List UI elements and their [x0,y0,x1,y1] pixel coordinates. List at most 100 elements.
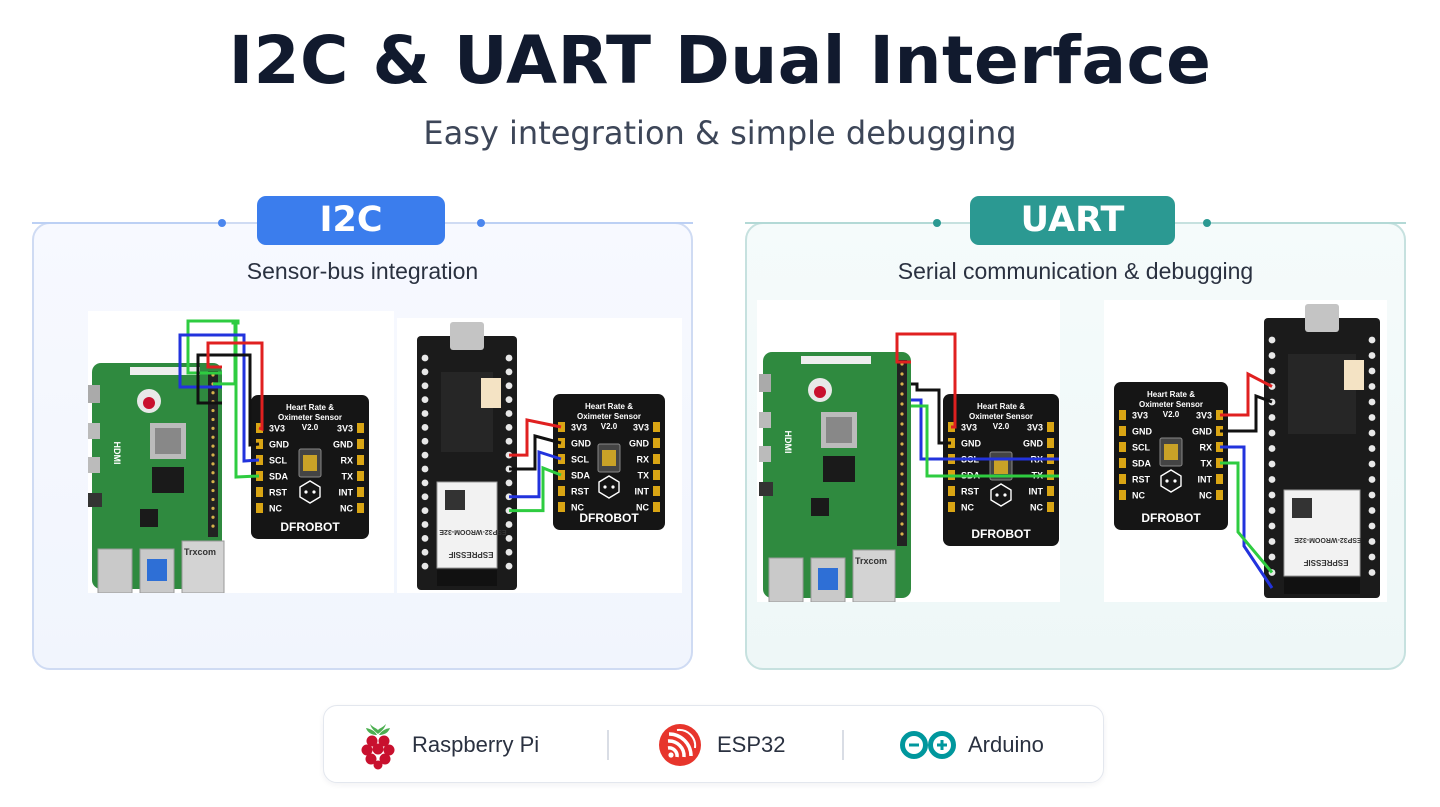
esp32-pin [1368,538,1376,545]
pin-pad [653,454,660,464]
uart-connector-left [745,219,941,227]
robot-logo-icon [299,480,321,504]
pi-hdmi-port [88,457,100,473]
pin-label: 3V3 [1196,411,1212,421]
pin-pad [357,423,364,433]
pi-display-connector [801,356,871,364]
wire-rx [1220,445,1274,589]
gpio-pin [900,412,904,416]
pin-pad [948,486,955,496]
pin-label: RST [571,487,590,497]
gpio-pin [900,502,904,506]
gpio-pin [211,453,215,457]
esp32-pin [1268,414,1276,421]
robot-logo-icon [1160,469,1182,493]
esp32-pin [505,479,513,487]
esp32-pin [505,410,513,417]
esp32-pin [421,437,429,445]
esp32-pin [421,465,429,473]
pi-soc-die [155,428,181,454]
heart-rate-sensor-board: Heart Rate &Oximeter SensorV2.03V3GNDSCL… [1114,382,1228,530]
pin-pad [948,502,955,512]
pi-hdmi-port [88,423,100,439]
pin-pad [1216,442,1223,452]
wire-rx [911,398,1059,461]
esp32-battery-connector [481,378,501,408]
platform-esp32-label: ESP32 [717,732,786,757]
pi-usb-c-port [759,374,771,392]
pin-pad [1119,410,1126,420]
platform-bar: Raspberry Pi ESP32 Arduino [323,705,1104,783]
pin-pad [256,471,263,481]
pin-label: INT [339,488,354,498]
wire-ground [196,353,260,447]
i2c-connector-right [477,219,693,227]
esp32-pin [505,354,513,362]
esp32-brand-label: ESPRESSIF [448,550,493,559]
gpio-pin [900,462,904,466]
pin-label: GND [269,440,290,450]
heart-rate-sensor-board: Heart Rate &Oximeter SensorV2.03V3GNDSCL… [251,395,369,539]
esp32-antenna [1284,578,1360,594]
pin-pad [1047,438,1054,448]
uart-subtitle: Serial communication & debugging [897,258,1254,284]
i2c-badge: I2C [257,196,445,245]
pi-usb-port [768,557,804,602]
pin-label: RX [1199,443,1212,453]
sensor-brand: DFROBOT [971,527,1031,541]
separator [607,730,609,760]
gpio-pin [900,532,904,536]
esp32-pin [1268,429,1276,437]
esp32-qr-code [445,490,465,510]
pi-ethernet-port [181,540,225,593]
sensor-name-line2: Oximeter Sensor [278,413,342,422]
pin-pad [653,502,660,512]
esp32-brand-label: ESPRESSIF [1303,558,1348,567]
esp32-pin [1268,352,1276,359]
robot-eye [1165,479,1169,483]
pin-pad [256,503,263,513]
pin-pad [256,439,263,449]
gpio-pin [900,522,904,526]
pin-pad [1216,474,1223,484]
robot-logo-icon [990,483,1012,507]
pi-usb3-insert [147,559,167,581]
pi-soc-die [826,417,852,443]
esp32-pin [421,534,429,542]
pi-ram-chip [823,456,855,482]
pi-hdmi-port [759,412,771,428]
gpio-pin [900,482,904,486]
pin-pad [558,502,565,512]
gpio-pin [211,524,215,528]
wire-ground [911,382,951,445]
pin-label: NC [340,504,353,514]
wire-sda [509,465,562,513]
pin-pad [1216,490,1223,500]
platform-arduino: Arduino [898,706,1044,784]
sensor-brand: DFROBOT [579,511,639,525]
esp32-pin [1368,507,1376,514]
esp32-pin [505,548,513,556]
gpio-pin [211,471,215,475]
raspberry-icon [143,397,155,409]
pi-usb-c-port [88,385,100,403]
pi-hdmi-label: HDMI [112,442,122,465]
pin-label: NC [636,503,649,513]
pi-usb-port [97,548,133,593]
esp32-pin [505,521,513,528]
pin-label: 3V3 [1027,423,1043,433]
pi-ethernet-label: Trxcom [855,556,887,566]
pin-label: 3V3 [269,424,285,434]
pin-pad [256,455,263,465]
esp32-pin [505,423,513,431]
gpio-pin [900,422,904,426]
gpio-pin [211,488,215,493]
wire-ground [509,434,562,471]
pi-usb3-insert [818,568,838,590]
pin-label: TX [1200,459,1212,469]
